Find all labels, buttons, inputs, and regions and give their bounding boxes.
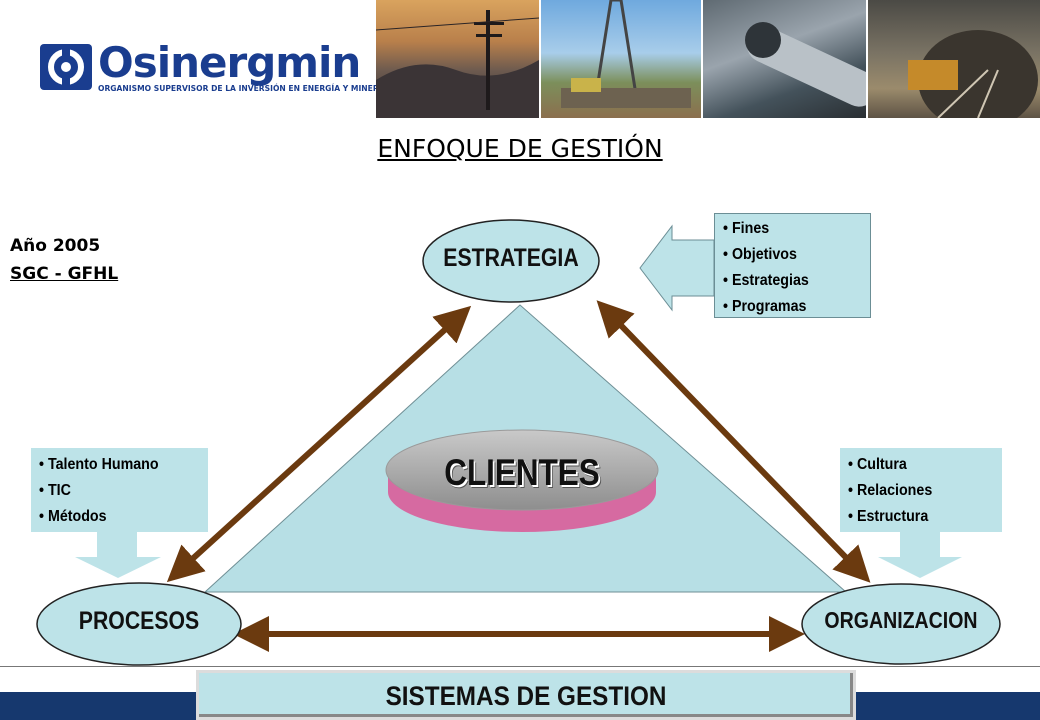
estrategia-label: ESTRATEGIA [443,244,579,272]
photo-power-lines [375,0,540,118]
oval-organizacion [801,583,1001,665]
list-item: Talento Humano [39,452,194,478]
logo-tagline: ORGANISMO SUPERVISOR DE LA INVERSIÓN EN … [98,84,388,93]
sgc-line: SGC - GFHL [10,264,119,284]
arrow-estrategia-procesos [166,305,472,583]
right-box-arrow [878,532,962,578]
list-item: Cultura [848,452,990,478]
logo-name: Osinergmin [98,38,361,87]
list-item: TIC [39,478,194,504]
oval-procesos [36,582,242,666]
organizacion-label: ORGANIZACION [824,607,978,633]
photo-mine-tunnel [868,0,1040,130]
list-item: Estructura [848,504,990,530]
arrow-estrategia-organizacion [596,300,871,583]
year-line: Año 2005 [10,236,101,256]
top-box-arrow [639,224,715,312]
list-item: Estrategias [723,268,858,294]
sistemas-label: SISTEMAS DE GESTION [385,681,667,711]
box-estrategia-inputs: Fines Objetivos Estrategias Programas [714,213,871,318]
list-item: Fines [723,216,858,242]
oval-estrategia [422,219,600,303]
logo-emblem-icon [40,44,92,90]
list-item: Programas [723,294,858,320]
clientes-disk-top [385,429,659,511]
box-procesos-inputs: Talento Humano TIC Métodos [31,448,208,532]
osinergmin-logo: Osinergmin ORGANISMO SUPERVISOR DE LA IN… [40,38,387,100]
procesos-label: PROCESOS [78,607,200,635]
photo-drilling-rig [541,0,701,118]
list-item: Métodos [39,504,194,530]
year-note: Año 2005 SGC - GFHL [10,232,118,288]
list-item: Objetivos [723,242,858,268]
left-box-arrow [75,532,161,578]
list-item: Relaciones [848,478,990,504]
box-organizacion-inputs: Cultura Relaciones Estructura [840,448,1002,532]
clientes-label: CLIENTES [444,452,600,493]
page-title: ENFOQUE DE GESTIÓN [377,134,663,163]
photo-pipeline-worker [703,0,878,118]
sistemas-box: SISTEMAS DE GESTION [196,670,856,720]
